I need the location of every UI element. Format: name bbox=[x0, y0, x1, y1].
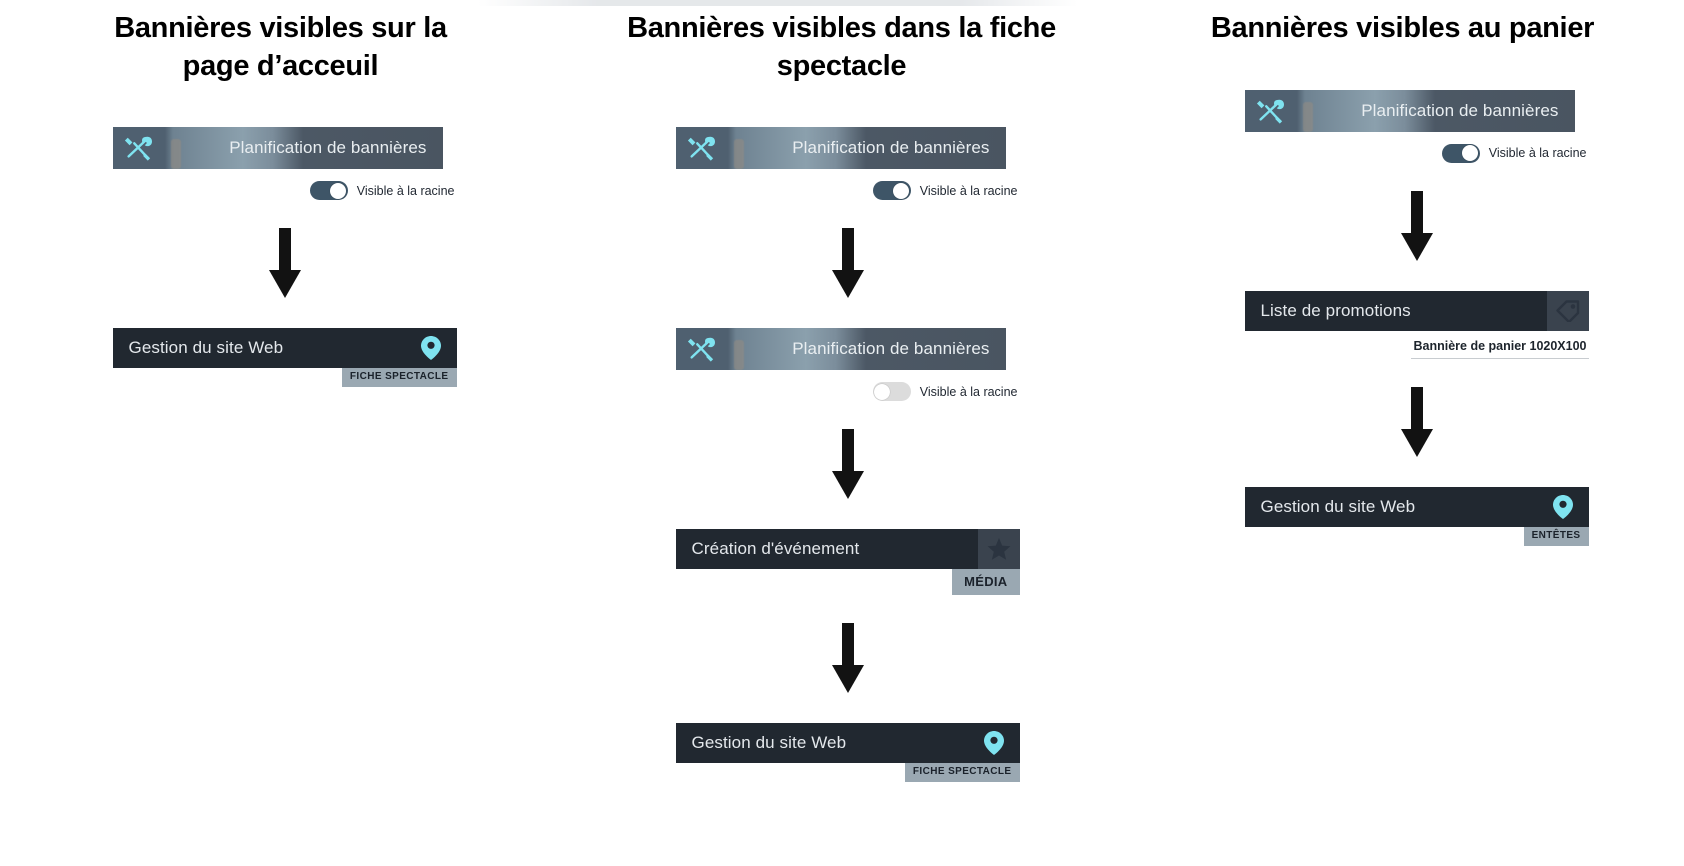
site-management-card[interactable]: Gestion du site Web FICHE SPECTACLE bbox=[675, 723, 1020, 783]
visible-root-toggle-row[interactable]: Visible à la racine bbox=[113, 181, 457, 201]
banner-thumb-artifact bbox=[170, 139, 181, 170]
promotions-list-card[interactable]: Liste de promotions Bannière de panier 1… bbox=[1244, 290, 1589, 359]
column-show-sheet-banners: Bannières visibles dans la fiche spectac… bbox=[561, 0, 1122, 783]
banner-thumb-artifact bbox=[733, 340, 744, 371]
arrow-down-icon bbox=[1400, 386, 1433, 457]
page-title: Bannières visibles au panier bbox=[1210, 12, 1595, 44]
star-icon-panel[interactable] bbox=[977, 529, 1020, 570]
visible-root-toggle-label: Visible à la racine bbox=[919, 384, 1018, 399]
banner-size-note: Bannière de panier 1020X100 bbox=[1245, 339, 1589, 359]
banner-thumb-artifact bbox=[1302, 101, 1313, 132]
status-badge: MÉDIA bbox=[952, 569, 1020, 596]
banner-planning-card[interactable]: Planification de bannières Visible à la … bbox=[112, 127, 457, 201]
flow-arrow-3 bbox=[676, 623, 1020, 695]
visible-root-toggle-row[interactable]: Visible à la racine bbox=[676, 181, 1020, 201]
dark-card-label: Gestion du site Web bbox=[691, 733, 847, 753]
banner-size-note-text: Bannière de panier 1020X100 bbox=[1411, 339, 1589, 359]
column-cart-banners: Bannières visibles au panier Planificat bbox=[1122, 0, 1683, 546]
tools-icon bbox=[687, 137, 715, 161]
tools-icon bbox=[124, 137, 152, 161]
tools-icon bbox=[1256, 99, 1284, 124]
column-2-stack: Planification de bannières Visible à la … bbox=[675, 127, 1020, 783]
flow-arrow-1 bbox=[676, 228, 1020, 300]
visible-root-toggle-label: Visible à la racine bbox=[1488, 146, 1587, 161]
site-management-card[interactable]: Gestion du site Web ENTÊTES bbox=[1244, 486, 1589, 546]
banner-planning-card-off[interactable]: Planification de bannières Visible à la … bbox=[675, 328, 1020, 402]
toggle-knob bbox=[874, 383, 891, 400]
dark-card-label: Gestion du site Web bbox=[1260, 496, 1416, 516]
arrow-down-icon bbox=[831, 429, 864, 500]
visible-root-toggle[interactable] bbox=[1441, 143, 1480, 163]
banner-card-label: Planification de bannières bbox=[792, 339, 990, 359]
banner-card-surface[interactable]: Planification de bannières bbox=[675, 328, 1006, 371]
banner-thumb-artifact bbox=[733, 139, 744, 170]
status-badge: ENTÊTES bbox=[1523, 526, 1589, 546]
visible-root-toggle-row[interactable]: Visible à la racine bbox=[676, 382, 1020, 402]
badge-row: FICHE SPECTACLE bbox=[676, 763, 1020, 783]
badge-row: MÉDIA bbox=[676, 569, 1020, 596]
flow-arrow-2 bbox=[1245, 386, 1589, 459]
arrow-down-icon bbox=[831, 623, 864, 694]
banner-planning-card[interactable]: Planification de bannières Visible à la … bbox=[1244, 89, 1589, 163]
toggle-knob bbox=[330, 182, 347, 199]
status-badge: FICHE SPECTACLE bbox=[904, 763, 1020, 783]
column-homepage-banners: Bannières visibles sur la page d’acceuil bbox=[0, 0, 561, 388]
badge-row: ENTÊTES bbox=[1245, 526, 1589, 546]
flow-arrow-1 bbox=[1245, 190, 1589, 263]
map-pin-icon bbox=[983, 731, 1004, 756]
banner-card-label: Planification de bannières bbox=[229, 138, 427, 158]
column-3-stack: Planification de bannières Visible à la … bbox=[1244, 89, 1589, 546]
top-edge-artifact bbox=[478, 0, 1078, 6]
banner-card-surface[interactable]: Planification de bannières bbox=[1244, 89, 1575, 132]
visible-root-toggle-label: Visible à la racine bbox=[919, 183, 1018, 198]
map-pin-icon bbox=[1552, 494, 1573, 519]
visible-root-toggle-label: Visible à la racine bbox=[356, 183, 455, 198]
banner-card-label: Planification de bannières bbox=[792, 138, 990, 158]
tools-icon bbox=[687, 338, 715, 362]
visible-root-toggle-row[interactable]: Visible à la racine bbox=[1245, 143, 1589, 163]
badge-row: FICHE SPECTACLE bbox=[113, 368, 457, 388]
dark-card-label: Liste de promotions bbox=[1260, 300, 1411, 320]
flow-arrow-2 bbox=[676, 429, 1020, 501]
banner-card-surface[interactable]: Planification de bannières bbox=[112, 127, 443, 170]
dark-card-label: Gestion du site Web bbox=[128, 338, 284, 358]
site-management-card[interactable]: Gestion du site Web FICHE SPECTACLE bbox=[112, 328, 457, 388]
tag-icon bbox=[1555, 299, 1579, 322]
toggle-knob bbox=[1462, 145, 1479, 162]
banner-card-label: Planification de bannières bbox=[1361, 100, 1559, 120]
dark-card-surface[interactable]: Création d'événement bbox=[675, 529, 1020, 570]
dark-card-surface[interactable]: Liste de promotions bbox=[1244, 290, 1589, 331]
visible-root-toggle[interactable] bbox=[309, 181, 348, 201]
visible-root-toggle[interactable] bbox=[872, 382, 911, 402]
tag-icon-panel[interactable] bbox=[1546, 290, 1589, 331]
banner-card-surface[interactable]: Planification de bannières bbox=[675, 127, 1006, 170]
arrow-down-icon bbox=[1400, 190, 1433, 261]
visible-root-toggle[interactable] bbox=[872, 181, 911, 201]
map-pin-icon bbox=[420, 336, 441, 361]
arrow-down-icon bbox=[831, 228, 864, 299]
column-1-stack: Planification de bannières Visible à la … bbox=[112, 127, 457, 388]
dark-card-surface[interactable]: Gestion du site Web bbox=[112, 328, 457, 369]
page-title: Bannières visibles sur la page d’acceuil bbox=[114, 12, 447, 82]
arrow-down-icon bbox=[268, 228, 301, 299]
dark-card-surface[interactable]: Gestion du site Web bbox=[675, 723, 1020, 764]
dark-card-label: Création d'événement bbox=[691, 539, 860, 559]
dark-card-surface[interactable]: Gestion du site Web bbox=[1244, 486, 1589, 527]
banner-planning-card[interactable]: Planification de bannières Visible à la … bbox=[675, 127, 1020, 201]
event-creation-card[interactable]: Création d'événement MÉDIA bbox=[675, 529, 1020, 596]
page-title: Bannières visibles dans la fiche spectac… bbox=[627, 12, 1056, 82]
star-icon bbox=[987, 537, 1010, 560]
flow-arrow-1 bbox=[113, 228, 457, 300]
status-badge: FICHE SPECTACLE bbox=[341, 368, 457, 388]
toggle-knob bbox=[893, 182, 910, 199]
